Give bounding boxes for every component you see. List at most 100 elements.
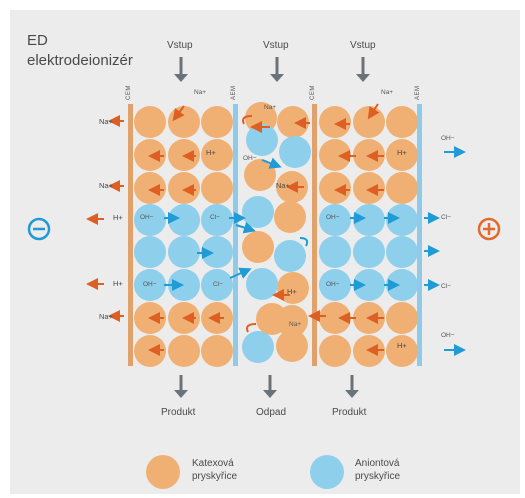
ion-label-na: Na+ (99, 117, 113, 126)
ion-label-h: H+ (397, 341, 407, 350)
anion-resin-bead (353, 236, 385, 268)
cation-resin-bead (201, 335, 233, 367)
input-label-1: Vstup (167, 40, 193, 51)
anion-resin-bead (242, 196, 274, 228)
cation-resin-bead (276, 330, 308, 362)
ion-label-oh: OH− (326, 214, 340, 221)
anion-resin-bead (386, 236, 418, 268)
legend-cation-label: Katexová pryskyřice (192, 457, 237, 483)
cem-label-2: CEM (310, 85, 316, 100)
anion-resin-bead (168, 269, 200, 301)
ion-label-na: Na+ (289, 321, 302, 328)
cation-resin-bead (168, 106, 200, 138)
anion-resin-bead (246, 268, 278, 300)
anion-resin-bead (242, 331, 274, 363)
legend-anion-label: Aniontová pryskyřice (355, 457, 400, 483)
waste-label: Odpad (256, 407, 287, 418)
ion-label-cl: Cl− (213, 281, 223, 288)
cation-flow-arrow (172, 105, 185, 122)
cation-resin-bead (168, 172, 200, 204)
anion-resin-bead (274, 240, 306, 272)
anion-resin-bead (246, 124, 278, 156)
title-line-1: ED (27, 32, 48, 49)
cation-resin-bead (134, 106, 166, 138)
product-arrow-head (174, 390, 188, 398)
ion-label-oh: OH− (140, 214, 154, 221)
waste-arrow-head (263, 390, 277, 398)
anion-resin-bead (201, 269, 233, 301)
legend-cation-line-1: Katexová (192, 458, 234, 469)
legend-cation-line-2: pryskyřice (192, 471, 238, 482)
cation-resin-bead (168, 335, 200, 367)
cation-resin-bead (386, 139, 418, 171)
ion-label-oh: OH− (441, 332, 455, 339)
aem-label-1: AEM (231, 85, 237, 100)
anion-flow-arrow (261, 157, 282, 169)
anion-resin-bead (353, 204, 385, 236)
anode-icon (477, 217, 501, 241)
cation-resin-bead (386, 335, 418, 367)
ion-label-h: H+ (113, 213, 123, 222)
legend-anion-line-1: Aniontová (355, 458, 400, 469)
ion-label-na: Na+ (99, 181, 113, 190)
legend-anion-line-2: pryskyřice (355, 471, 401, 482)
ion-label-h: H+ (287, 287, 297, 296)
ion-label-na: Na+ (264, 104, 277, 111)
anion-hook-arrow (299, 237, 309, 247)
cation-resin-bead (134, 172, 166, 204)
cation-resin-bead (201, 139, 233, 171)
cation-resin-bead (386, 172, 418, 204)
cation-resin-bead (277, 106, 309, 138)
product-label-2: Produkt (332, 407, 367, 418)
cation-resin-bead (276, 305, 308, 337)
legend-anion-swatch (310, 455, 344, 489)
cation-resin-bead (353, 172, 385, 204)
cation-resin-bead (319, 139, 351, 171)
input-arrow-head (356, 74, 370, 82)
anion-resin-bead (319, 204, 351, 236)
product-label-1: Produkt (161, 407, 196, 418)
anion-resin-bead (134, 269, 166, 301)
cation-resin-bead (242, 231, 274, 263)
input-label-2: Vstup (263, 40, 289, 51)
ion-label-na: Na+ (194, 89, 207, 96)
cation-flow-arrow (367, 103, 380, 120)
cem-label-1: CEM (126, 85, 132, 100)
input-arrow-head (270, 74, 284, 82)
ion-label-na: Na+ (99, 312, 113, 321)
anion-resin-bead (201, 204, 233, 236)
ion-label-oh: OH− (243, 155, 257, 162)
product-arrow-head (345, 390, 359, 398)
aem-membrane (233, 104, 238, 366)
cation-resin-bead (244, 159, 276, 191)
ion-label-oh: OH− (326, 281, 340, 288)
cation-hook-arrow (242, 115, 253, 125)
anion-resin-bead (386, 269, 418, 301)
anion-flow-arrow (235, 221, 256, 234)
cation-resin-bead (201, 106, 233, 138)
cem-membrane (128, 104, 133, 366)
cation-resin-bead (386, 106, 418, 138)
cation-resin-bead (386, 302, 418, 334)
ion-label-cl: Cl− (441, 214, 451, 221)
anion-resin-bead (134, 236, 166, 268)
anion-resin-bead (319, 269, 351, 301)
cation-resin-bead (319, 172, 351, 204)
ion-label-oh: OH− (441, 135, 455, 142)
cation-resin-bead (319, 335, 351, 367)
cation-resin-bead (201, 172, 233, 204)
ion-label-h: H+ (113, 279, 123, 288)
ion-label-oh: OH− (143, 281, 157, 288)
anion-resin-bead (168, 204, 200, 236)
ion-label-na: Na+ (381, 89, 394, 96)
cation-resin-bead (319, 302, 351, 334)
anion-resin-bead (279, 136, 311, 168)
cation-resin-bead (274, 201, 306, 233)
anion-resin-bead (168, 236, 200, 268)
cation-resin-bead (319, 106, 351, 138)
anion-resin-bead (353, 269, 385, 301)
ion-label-cl: Cl− (441, 283, 451, 290)
aem-label-2: AEM (415, 85, 421, 100)
ion-label-h: H+ (397, 148, 407, 157)
